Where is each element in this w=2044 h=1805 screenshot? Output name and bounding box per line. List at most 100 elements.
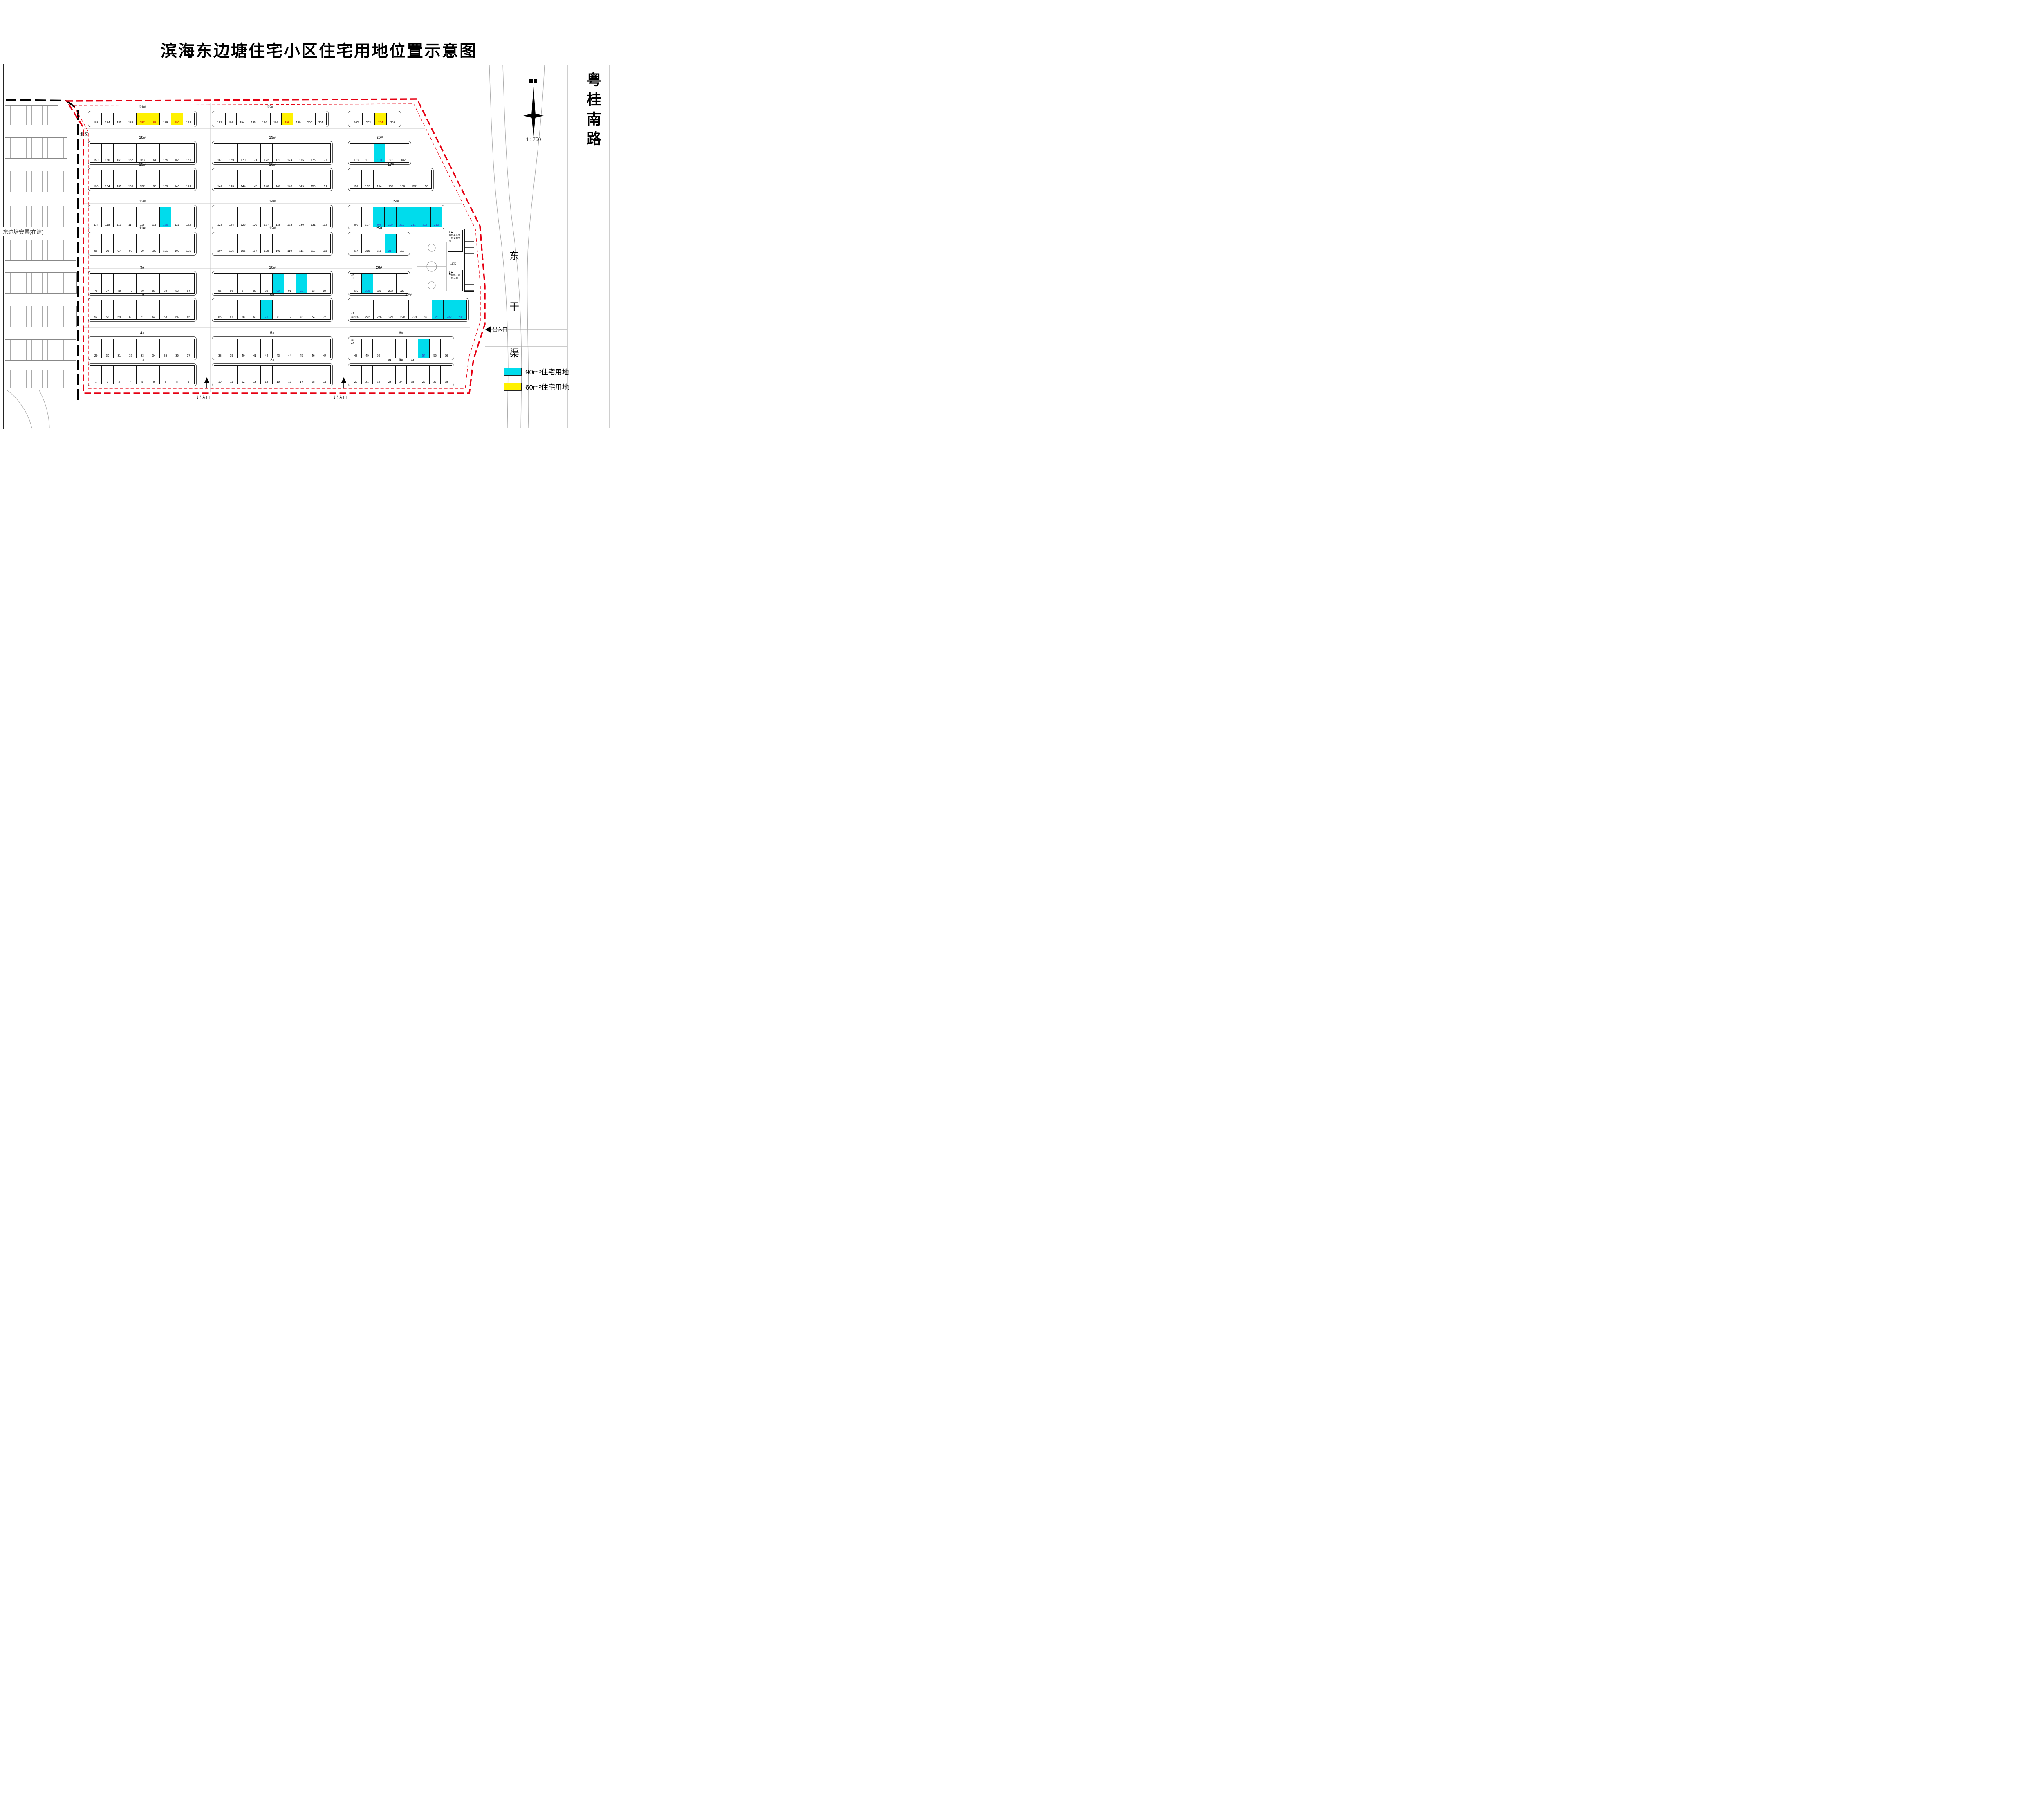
lot-number: 126 bbox=[252, 224, 258, 226]
facility-label: 二层娱乐室 bbox=[449, 274, 460, 277]
lot-number: 138 bbox=[151, 185, 157, 188]
lot-number: 24 bbox=[399, 381, 403, 383]
lot-cell: 225 bbox=[362, 300, 374, 319]
lot-cell: 72 bbox=[284, 300, 296, 319]
lot-cell: 103 bbox=[183, 234, 194, 253]
lot-number: 214 bbox=[353, 250, 359, 253]
lot-number: 130 bbox=[299, 224, 304, 226]
building-label: 12# bbox=[269, 226, 276, 231]
lot-number: 91 bbox=[288, 290, 291, 293]
building-label: 7# bbox=[140, 292, 145, 297]
lot-cell: 88 bbox=[249, 274, 261, 293]
lot-cell: 165 bbox=[159, 144, 172, 162]
lot-cell: 189 bbox=[159, 113, 172, 125]
lot-number: 232 bbox=[446, 316, 452, 319]
lot-cell: 84 bbox=[183, 274, 194, 293]
facility-units bbox=[464, 229, 474, 292]
lot-cell: 161 bbox=[113, 144, 125, 162]
legend-swatch-60 bbox=[504, 382, 522, 391]
lot-cell: 155 bbox=[385, 170, 397, 188]
lot-cell: 104 bbox=[214, 234, 226, 253]
lot-cell: 35 bbox=[159, 339, 172, 358]
lot-number: 194 bbox=[240, 121, 245, 124]
lot-cell: 132 bbox=[319, 207, 330, 227]
lot-number: 29 bbox=[94, 354, 98, 357]
lot-number: 5 bbox=[141, 381, 143, 383]
status-label: 现状 bbox=[450, 262, 456, 265]
lot-number: 124 bbox=[229, 224, 234, 226]
lot-number: 182 bbox=[401, 159, 406, 162]
lot-cell: 198 bbox=[282, 113, 293, 125]
legend-swatch-90 bbox=[504, 367, 522, 376]
lot-number: 120 bbox=[163, 224, 168, 226]
lot-cell: 123 bbox=[214, 207, 226, 227]
lot-cell: 10 bbox=[214, 366, 226, 384]
lot-cell: 190 bbox=[171, 113, 183, 125]
lot-number: 67 bbox=[230, 316, 233, 319]
lot-cell: 145 bbox=[249, 170, 261, 188]
lot-number: 41 bbox=[253, 354, 257, 357]
lot-cell: 156 bbox=[397, 170, 409, 188]
lot-cell: 112 bbox=[307, 234, 319, 253]
lot-number: 198 bbox=[285, 121, 290, 124]
lot-number: 137 bbox=[140, 185, 145, 188]
lot-number: 229 bbox=[412, 316, 417, 319]
lot-number: 146 bbox=[264, 185, 269, 188]
red-boundary bbox=[65, 98, 486, 394]
lot-cell: 149 bbox=[296, 170, 307, 188]
lot-number: 71 bbox=[276, 316, 280, 319]
lot-cell: 164 bbox=[148, 144, 160, 162]
lot-cell: 64 bbox=[171, 300, 183, 319]
lot-number: 154 bbox=[377, 185, 382, 188]
lot-cell: 51 bbox=[384, 339, 396, 361]
lot-cell: 95 bbox=[90, 234, 102, 253]
lot-number: 102 bbox=[175, 250, 179, 253]
lot-number: 175 bbox=[299, 159, 304, 162]
lot-number: 181 bbox=[389, 159, 394, 162]
lot-cell: 167 bbox=[183, 144, 194, 162]
lot-cell: 208 bbox=[373, 207, 385, 227]
linework-layer bbox=[5, 64, 610, 429]
lot-cell: 4 bbox=[125, 366, 137, 384]
lot-number: 21 bbox=[365, 381, 369, 383]
lot-cell: 59 bbox=[113, 300, 125, 319]
lot-number: 163 bbox=[140, 159, 145, 162]
lot-cell: 192 bbox=[214, 113, 226, 125]
lot-cell: 118 bbox=[137, 207, 148, 227]
lot-cell: 134 bbox=[102, 170, 114, 188]
building-label: 22# bbox=[267, 105, 273, 110]
lot-cell: 32 bbox=[125, 339, 137, 358]
lot-cell: 36 bbox=[171, 339, 183, 358]
lot-number: 134 bbox=[105, 185, 110, 188]
lot-cell: 227 bbox=[385, 300, 397, 319]
building-label: 3# bbox=[399, 358, 403, 362]
lot-number: 43 bbox=[276, 354, 280, 357]
lot-cell: 127 bbox=[261, 207, 273, 227]
lot-number: 211 bbox=[411, 224, 416, 226]
lot-number: 98 bbox=[129, 250, 132, 253]
facility-block: 2F 二层工具房 一层变配电房 现状 2F 二层娱乐室 一层公厕 bbox=[448, 229, 475, 292]
adjacent-boundary bbox=[5, 99, 79, 403]
lot-cell: 105 bbox=[226, 234, 238, 253]
lot-cell: 166 bbox=[171, 144, 183, 162]
lot-number: 202 bbox=[354, 121, 359, 124]
lot-cell: 24 bbox=[395, 366, 407, 384]
lot-number: 158 bbox=[423, 185, 428, 188]
lot-number: 38 bbox=[218, 354, 222, 357]
building-label: 21# bbox=[139, 105, 146, 110]
lot-number: 121 bbox=[175, 224, 179, 226]
building-label: 4# bbox=[140, 331, 145, 335]
lot-number: 104 bbox=[217, 250, 222, 253]
lot-number: 167 bbox=[186, 159, 191, 162]
lot-cell: 56 bbox=[441, 339, 452, 358]
lot-cell: 115 bbox=[102, 207, 114, 227]
lot-number: 31 bbox=[117, 354, 121, 357]
lot-number: 162 bbox=[128, 159, 133, 162]
lot-cell: 188 bbox=[148, 113, 160, 125]
